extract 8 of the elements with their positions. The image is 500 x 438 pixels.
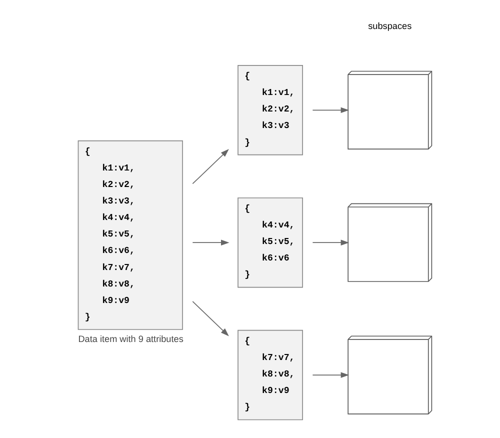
arrow xyxy=(312,372,350,378)
arrow xyxy=(192,301,229,336)
arrow xyxy=(312,107,350,114)
arrow xyxy=(192,148,229,184)
arrow xyxy=(192,240,230,246)
arrow xyxy=(312,240,350,246)
node-label: Data item with 9 attributes xyxy=(78,334,184,344)
label: subspaces xyxy=(368,20,412,31)
